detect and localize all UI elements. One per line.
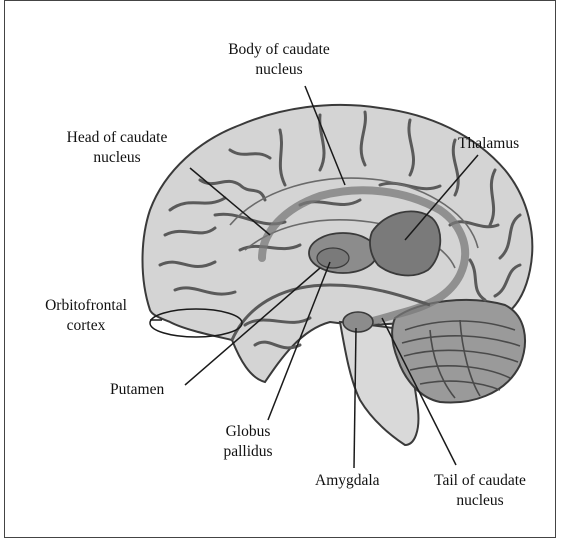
globus-pallidus — [317, 248, 349, 268]
label-orbitofrontal-line1: Orbitofrontal — [30, 296, 142, 316]
label-body-of-caudate-line1: Body of caudate — [214, 40, 344, 60]
label-globus-pallidus: Globus pallidus — [216, 422, 280, 462]
label-head-of-caudate: Head of caudate nucleus — [50, 128, 184, 168]
label-body-of-caudate-line2: nucleus — [214, 60, 344, 80]
label-tail-of-caudate-line1: Tail of caudate — [422, 471, 538, 491]
label-tail-of-caudate: Tail of caudate nucleus — [422, 471, 538, 511]
label-orbitofrontal-cortex: Orbitofrontal cortex — [30, 296, 142, 336]
label-tail-of-caudate-line2: nucleus — [422, 491, 538, 511]
label-head-of-caudate-line2: nucleus — [50, 148, 184, 168]
label-globus-line2: pallidus — [216, 442, 280, 462]
label-amygdala: Amygdala — [315, 471, 380, 491]
label-body-of-caudate: Body of caudate nucleus — [214, 40, 344, 80]
label-globus-line1: Globus — [216, 422, 280, 442]
label-head-of-caudate-line1: Head of caudate — [50, 128, 184, 148]
label-thalamus: Thalamus — [458, 134, 519, 154]
label-orbitofrontal-line2: cortex — [30, 316, 142, 336]
amygdala-shape — [343, 312, 373, 332]
label-putamen: Putamen — [110, 380, 164, 400]
